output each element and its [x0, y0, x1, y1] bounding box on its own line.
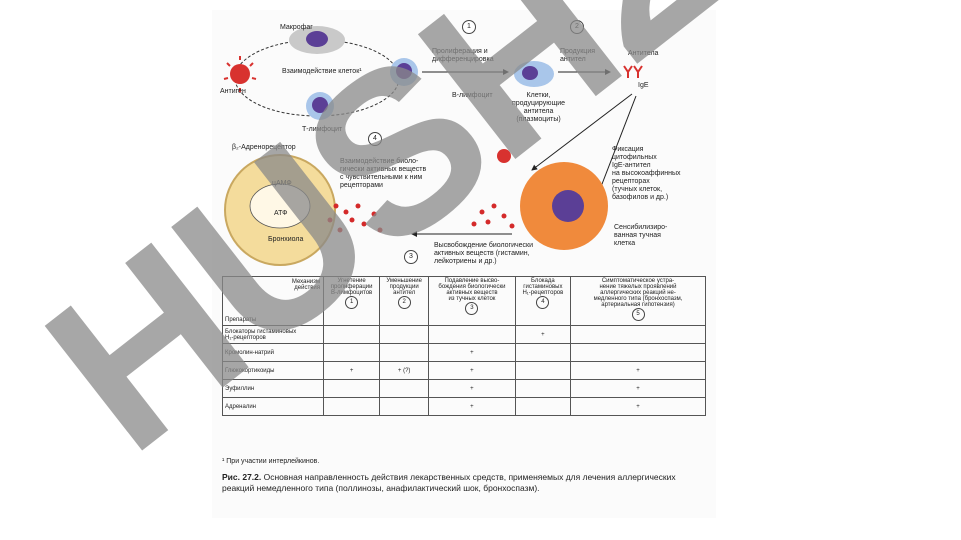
corner-bottom-label: Препараты: [225, 317, 257, 323]
column-number: 1: [345, 296, 359, 309]
table-cell: [514, 379, 572, 398]
table-row: Кромолин-натрий +: [222, 343, 706, 362]
step-number: 4: [368, 132, 382, 146]
table-cell: [322, 343, 381, 362]
table-cell: [322, 325, 381, 344]
step-number: 2: [570, 20, 584, 34]
table-cell: [379, 379, 430, 398]
bronchus-label: Бронхиола: [268, 236, 304, 243]
column-header: Симптоматическое устра- нение тяжелых пр…: [570, 276, 706, 326]
table-cell: +: [428, 343, 516, 362]
caption-label: Рис. 27.2.: [222, 472, 262, 482]
column-number: 4: [536, 296, 550, 309]
immune-diagram: [223, 26, 643, 266]
table-row: Блокаторы гистаминовых Н₁-рецепторов +: [222, 325, 706, 344]
column-number: 3: [465, 302, 479, 315]
table-cell: [570, 343, 706, 362]
table-cell: +: [570, 397, 706, 416]
proliferation-label: Пролиферация и дифференцировка: [432, 48, 494, 63]
bioactive-interaction-label: Взаимодействие биоло- гически активных в…: [340, 158, 427, 189]
b-lymphocyte-label: В-лимфоцит: [452, 92, 493, 99]
table-cell: [514, 397, 572, 416]
column-number: 2: [397, 296, 411, 309]
column-number: 5: [631, 308, 645, 321]
corner-top-label: Механизм действия: [291, 279, 320, 291]
atp-label: АТФ: [274, 210, 288, 217]
mast-cell-nucleus: [552, 190, 584, 222]
table-cell: +: [570, 379, 706, 398]
table-cell: [322, 397, 381, 416]
table-cell: +: [322, 361, 381, 380]
table-cell: [428, 325, 516, 344]
beta2-receptor-label: β₂-Адренорецептор: [232, 144, 296, 151]
table-cell: + (?): [379, 361, 430, 380]
release-label: Высвобождение биологически активных веще…: [434, 242, 534, 265]
table-corner: Механизм действия Препараты: [222, 276, 324, 326]
table-cell: [570, 325, 706, 344]
table-row: Глюкокортикоиды + + (?) + +: [222, 361, 706, 380]
t-lymphocyte-label: Т-лимфоцит: [302, 126, 343, 133]
bronchus-lumen: [249, 183, 311, 229]
antigen-shape: [223, 56, 257, 92]
table-cell: +: [428, 361, 516, 380]
table-cell: [514, 361, 572, 380]
antibody-icon: [623, 65, 643, 78]
figure-caption: Рис. 27.2. Основная направленность дейст…: [222, 472, 706, 494]
step-number: 3: [404, 250, 418, 264]
table-cell: +: [428, 397, 516, 416]
plasma-nucleus: [522, 66, 538, 80]
table-cell: +: [514, 325, 572, 344]
t-lymphocyte-nucleus: [312, 97, 328, 113]
sensitized-mast-cell-label: Сенсибилизиро- ванная тучная клетка: [614, 224, 668, 247]
camp-label: цАМФ: [272, 180, 292, 187]
column-header: Подавление высво- бождения биологически …: [428, 276, 516, 326]
b-lymphocyte-nucleus: [396, 63, 412, 79]
drug-name: Адреналин: [222, 397, 324, 416]
drug-mechanism-table: Механизм действия Препараты Угнетение пр…: [222, 276, 706, 416]
macrophage-label: Макрофаг: [280, 24, 313, 31]
table-cell: [379, 343, 430, 362]
table-row: Эуфиллин + +: [222, 379, 706, 398]
drug-name: Эуфиллин: [222, 379, 324, 398]
figure-panel: Макрофаг Взаимодействие клеток¹ Антиген …: [212, 10, 716, 518]
ige-fixation-label: Фиксация цитофильных IgE-антител на высо…: [612, 146, 681, 201]
table-cell: [379, 325, 430, 344]
antibody-production-label: Продукция антител: [560, 48, 596, 63]
antibodies-label: Антитела: [628, 50, 659, 57]
drug-name: Кромолин-натрий: [222, 343, 324, 362]
caption-text: Основная направленность действия лекарст…: [222, 472, 676, 493]
drug-name: Блокаторы гистаминовых Н₁-рецепторов: [222, 325, 324, 344]
macrophage-nucleus: [306, 31, 328, 47]
cell-interaction-label: Взаимодействие клеток¹: [282, 68, 362, 75]
table-cell: [379, 397, 430, 416]
footnote: ¹ При участии интерлейкинов.: [222, 458, 320, 465]
plasma-cells-label: Клетки, продуцирующие антитела (плазмоци…: [512, 92, 566, 123]
antigen-label: Антиген: [220, 88, 246, 95]
table-cell: [322, 379, 381, 398]
table-cell: +: [570, 361, 706, 380]
drug-name: Глюкокортикоиды: [222, 361, 324, 380]
mast-antigen: [497, 149, 511, 163]
table-cell: +: [428, 379, 516, 398]
released-granules: [327, 203, 515, 233]
step-number: 1: [462, 20, 476, 34]
table-row: Адреналин + +: [222, 397, 706, 416]
table-cell: [514, 343, 572, 362]
ige-label: IgE: [638, 82, 649, 89]
